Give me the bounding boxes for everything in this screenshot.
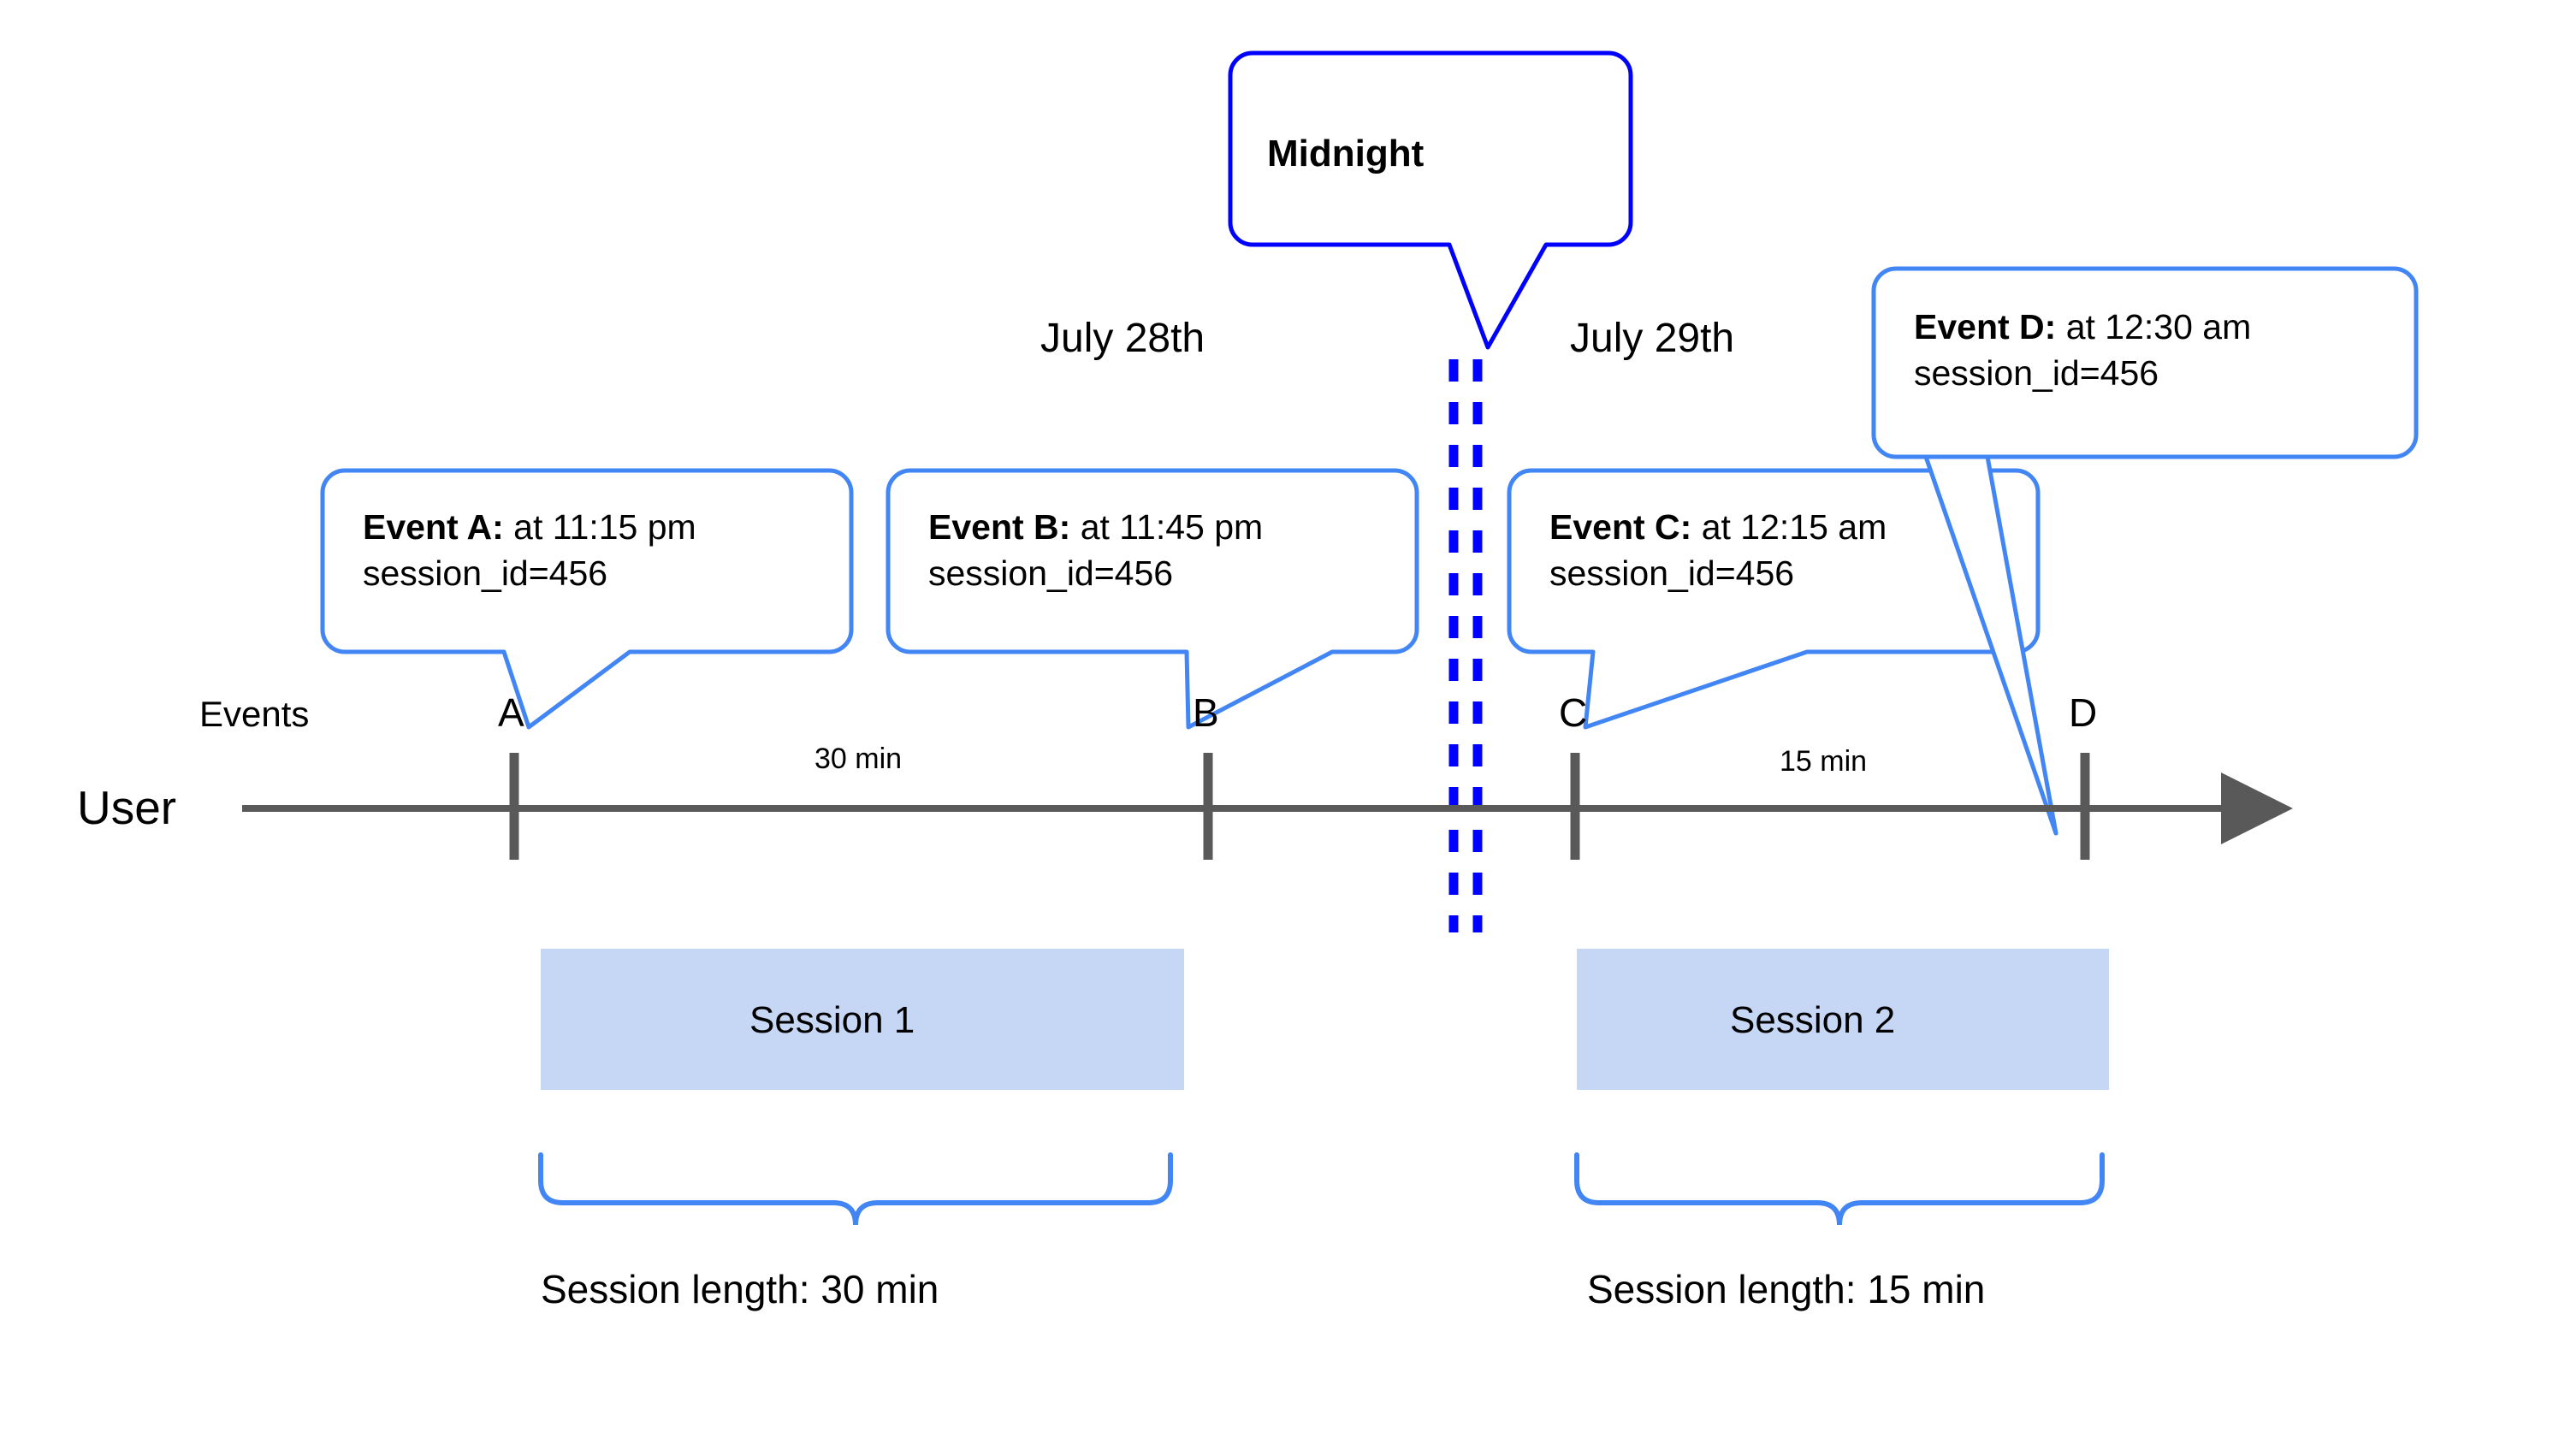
event-a-detail: at 11:15 pm — [503, 507, 696, 547]
event-c-title: Event C: — [1549, 507, 1692, 547]
event-b-detail: at 11:45 pm — [1070, 507, 1264, 547]
event-c-detail: at 12:15 am — [1691, 507, 1887, 547]
session-1-brace — [538, 1152, 1173, 1226]
event-b-line2: session_id=456 — [928, 553, 1174, 593]
event-d-detail: at 12:30 am — [2056, 307, 2252, 346]
event-c-callout-text: Event C: at 12:15 am session_id=456 — [1549, 504, 1887, 596]
event-b-callout-shape — [886, 468, 1419, 730]
event-a-title: Event A: — [363, 507, 504, 547]
date-label-right: July 29th — [1570, 316, 1735, 361]
midnight-dashed-lines — [1448, 359, 1483, 932]
event-a-callout-text: Event A: at 11:15 pm session_id=456 — [363, 504, 696, 596]
event-c-callout-shape — [1507, 468, 2041, 730]
timeline-tick-marks — [509, 753, 2090, 860]
duration-label-ab: 30 min — [814, 743, 903, 775]
event-b-title: Event B: — [928, 507, 1071, 547]
session-2-box — [1577, 949, 2109, 1090]
event-b-callout-text: Event B: at 11:45 pm session_id=456 — [928, 504, 1263, 596]
duration-label-cd: 15 min — [1780, 745, 1868, 778]
session-2-brace — [1574, 1152, 2105, 1226]
session-1-box — [541, 949, 1184, 1090]
midnight-callout-shape — [1228, 50, 1633, 350]
event-a-callout-shape — [320, 468, 854, 730]
timeline-axis — [242, 772, 2293, 844]
date-label-left: July 28th — [1040, 316, 1205, 361]
session-1-length-label: Session length: 30 min — [541, 1267, 939, 1311]
marker-label-a: A — [498, 690, 524, 735]
event-d-line2: session_id=456 — [1914, 353, 2159, 393]
event-c-line2: session_id=456 — [1549, 553, 1795, 593]
marker-label-b: B — [1193, 690, 1219, 735]
session-2-length-label: Session length: 15 min — [1587, 1267, 1986, 1311]
session-2-box-label: Session 2 — [1730, 999, 1896, 1041]
event-d-callout-shape — [1871, 266, 2419, 836]
event-a-line2: session_id=456 — [363, 553, 608, 593]
marker-label-c: C — [1559, 690, 1588, 735]
session-1-box-label: Session 1 — [749, 999, 915, 1041]
event-d-title: Event D: — [1914, 307, 2057, 346]
midnight-label: Midnight — [1267, 133, 1425, 175]
user-row-label: User — [77, 781, 177, 834]
event-d-callout-text: Event D: at 12:30 am session_id=456 — [1914, 304, 2251, 396]
events-row-label: Events — [199, 694, 310, 734]
marker-label-d: D — [2069, 690, 2098, 735]
